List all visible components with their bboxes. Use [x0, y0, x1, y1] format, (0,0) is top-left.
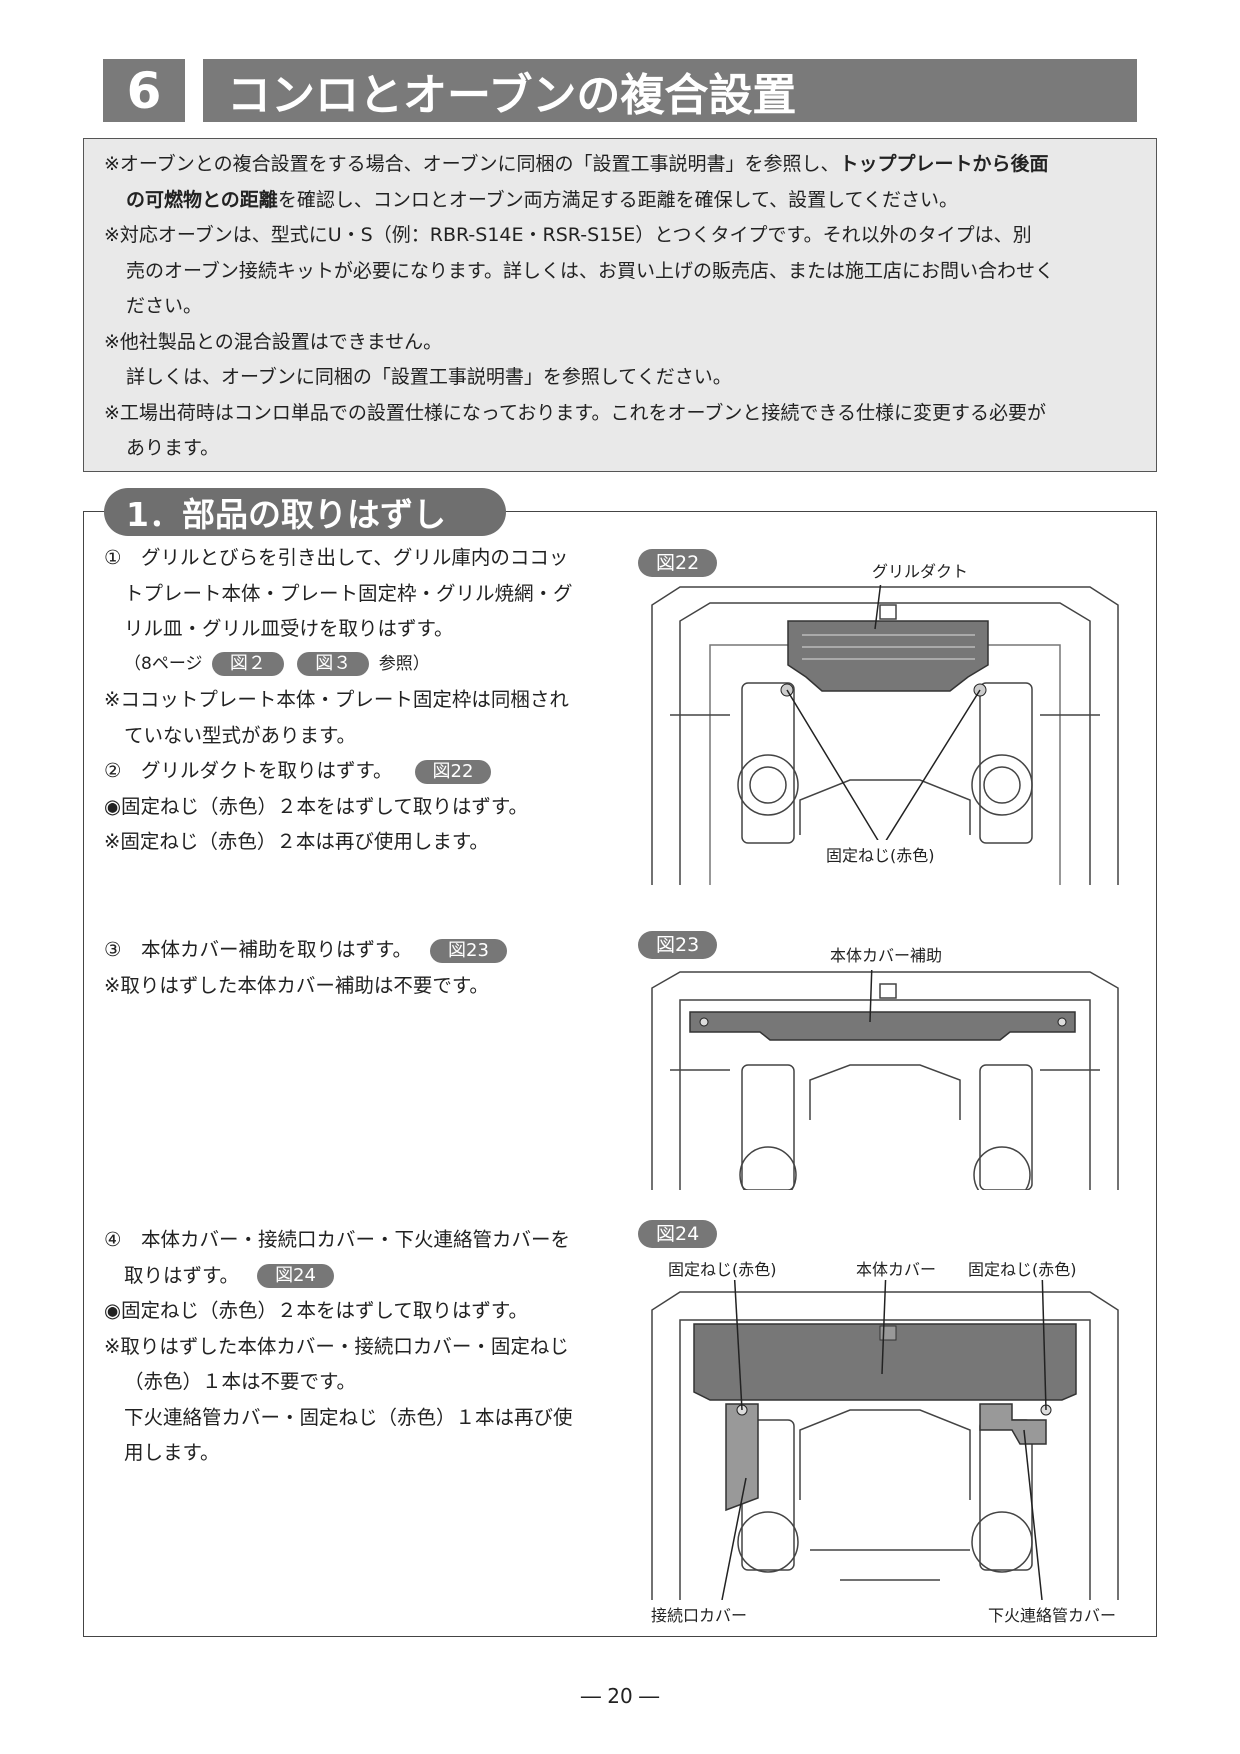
section-number: 6: [103, 59, 185, 122]
fig-24-ref: 図24: [257, 1264, 334, 1288]
fig-22-caption-duct: グリルダクト: [872, 562, 969, 581]
step-1-note: ※ココットプレート本体・プレート固定枠は同梱され: [104, 688, 569, 711]
step-3-line: ③ 本体カバー補助を取りはずす。図23: [104, 932, 511, 968]
step-4-note: 用します。: [124, 1441, 220, 1464]
fig-24-caption-cover: 本体カバー: [856, 1260, 937, 1279]
note-2-cont: 売のオーブン接続キットが必要になります。詳しくは、お買い上げの販売店、または施工…: [126, 259, 1054, 282]
step-4-line: ④ 本体カバー・接続口カバー・下火連絡管カバーを: [104, 1228, 570, 1251]
step-2-note: ※固定ねじ（赤色）２本は再び使用します。: [104, 830, 489, 853]
step-1-line: リル皿・グリル皿受けを取りはずす。: [124, 617, 454, 640]
fig-24-label: 図24: [638, 1220, 718, 1248]
fig-23-ref: 図23: [430, 938, 507, 963]
fig-24-caption-pipe: 下火連絡管カバー: [988, 1606, 1117, 1625]
step-1-line: ① グリルとびらを引き出して、グリル庫内のココッ: [104, 546, 569, 569]
step-3-note: ※取りはずした本体カバー補助は不要です。: [104, 973, 489, 997]
step-4-note: （赤色）１本は不要です。: [124, 1370, 357, 1393]
fig-22-illustration: [651, 585, 1119, 885]
fig-22-ref: 図22: [414, 759, 492, 784]
fig-24-caption-connector: 接続口カバー: [651, 1606, 748, 1625]
note-3: ※他社製品との混合設置はできません。: [104, 330, 443, 353]
fig-24-caption-screw-left: 固定ねじ(赤色): [668, 1260, 777, 1279]
fig-24-caption-screw-right: 固定ねじ(赤色): [968, 1260, 1077, 1279]
note-3-cont: 詳しくは、オーブンに同梱の「設置工事説明書」を参照してください。: [126, 366, 732, 388]
steps-1-2: ① グリルとびらを引き出して、グリル庫内のココッ トプレート本体・プレート固定枠…: [104, 540, 573, 860]
note-1: ※オーブンとの複合設置をする場合、オーブンに同梱の「設置工事説明書」を参照し、ト…: [104, 153, 1049, 175]
step-2-line: ② グリルダクトを取りはずす。図22: [104, 753, 573, 789]
note-2: ※対応オーブンは、型式にU・S（例：RBR-S14E・RSR-S15E）とつくタ…: [104, 224, 1032, 246]
fig-22-caption-screw: 固定ねじ(赤色): [826, 846, 935, 865]
note-1-cont: の可燃物との距離を確認し、コンロとオーブン両方満足する距離を確保して、設置してく…: [126, 188, 959, 211]
step-2-bullet: ◉固定ねじ（赤色）２本をはずして取りはずす。: [104, 794, 528, 818]
fig-3-ref: 図３: [297, 651, 370, 676]
fig-24-illustration: [651, 1280, 1119, 1600]
step-4-line: 取りはずす。図24: [104, 1258, 573, 1294]
step-3: ③ 本体カバー補助を取りはずす。図23 ※取りはずした本体カバー補助は不要です。: [104, 932, 511, 1003]
step-4-note: 下火連絡管カバー・固定ねじ（赤色）１本は再び使: [124, 1405, 573, 1429]
step-4: ④ 本体カバー・接続口カバー・下火連絡管カバーを 取りはずす。図24 ◉固定ねじ…: [104, 1222, 573, 1471]
step-4-note: ※取りはずした本体カバー・接続口カバー・固定ねじ: [104, 1334, 569, 1358]
fig-23-caption: 本体カバー補助: [830, 946, 943, 965]
page-number: ― 20 ―: [580, 1684, 660, 1708]
note-2-cont2: ださい。: [126, 295, 203, 317]
fig-2-ref: 図２: [211, 651, 284, 676]
step-1-line: トプレート本体・プレート固定枠・グリル焼網・グ: [124, 581, 573, 605]
notes-box: ※オーブンとの複合設置をする場合、オーブンに同梱の「設置工事説明書」を参照し、ト…: [83, 138, 1157, 472]
section-1-heading: 1．部品の取りはずし: [104, 488, 506, 536]
fig-23-label: 図23: [638, 931, 718, 959]
section-1-frame: [83, 511, 1157, 1637]
fig-23-illustration: [651, 970, 1119, 1190]
step-4-bullet: ◉固定ねじ（赤色）２本をはずして取りはずす。: [104, 1299, 528, 1322]
note-4-cont: あります。: [126, 437, 220, 459]
step-1-ref: （8ページ 図２ 図３ 参照）: [124, 651, 430, 676]
page-title: コンロとオーブンの複合設置: [203, 59, 1137, 122]
fig-22-label: 図22: [638, 549, 718, 577]
step-1-note: ていない型式があります。: [124, 723, 357, 747]
note-4: ※工場出荷時はコンロ単品での設置仕様になっております。これをオーブンと接続できる…: [104, 401, 1046, 424]
